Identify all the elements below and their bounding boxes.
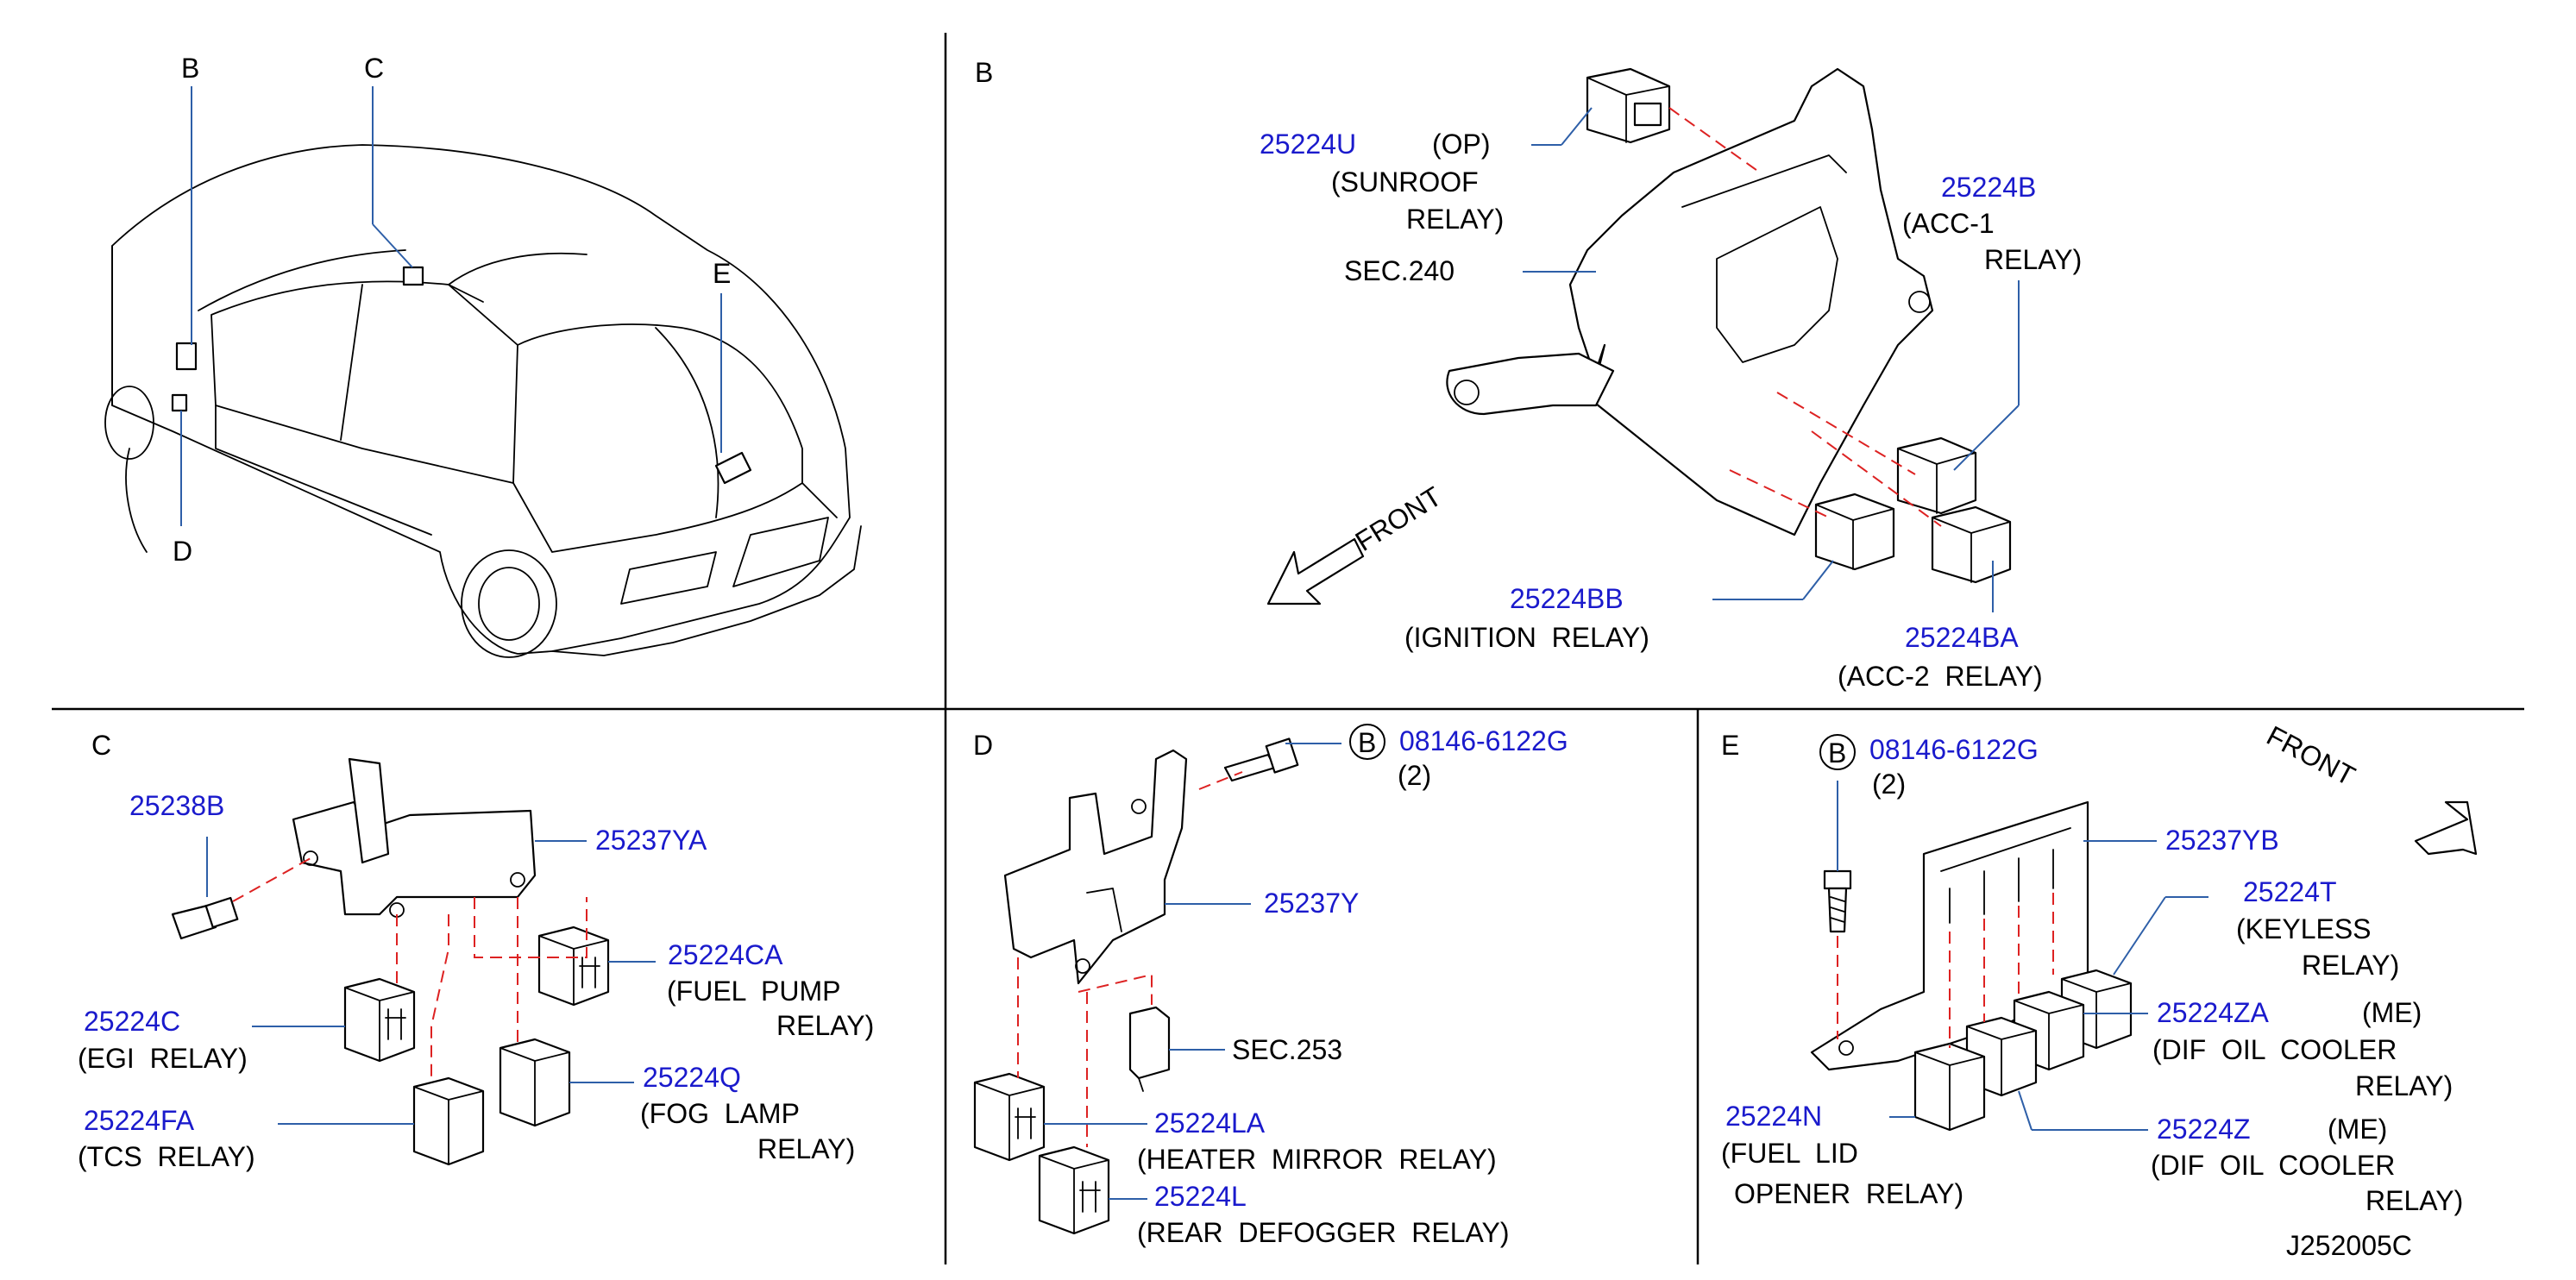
label-bolt-qty-e: (2) xyxy=(1872,769,1906,800)
label-bolt-qty-d: (2) xyxy=(1398,760,1431,791)
part-number-08146-6122g-e: 08146-6122G xyxy=(1869,734,2039,765)
bolt-08146-6122g-e xyxy=(1823,869,1852,933)
relay-bracket-sec240 xyxy=(1446,67,1934,536)
part-number-25224l: 25224L xyxy=(1154,1181,1247,1212)
label-keyless: (KEYLESS xyxy=(2236,913,2372,944)
relay-location-d-marker xyxy=(171,393,188,412)
label-fog-lamp-relay: RELAY) xyxy=(757,1133,855,1164)
part-number-25224u: 25224U xyxy=(1260,129,1356,160)
label-egi-relay: (EGI RELAY) xyxy=(78,1043,248,1074)
diagram-code: J252005C xyxy=(2286,1230,2412,1261)
acc-2-relay xyxy=(1931,505,2012,584)
label-op: (OP) xyxy=(1432,129,1491,160)
label-me-z: (ME) xyxy=(2328,1114,2387,1145)
label-sec240: SEC.240 xyxy=(1344,255,1454,286)
label-acc-2-relay: (ACC-2 RELAY) xyxy=(1838,661,2043,692)
part-number-25224ca: 25224CA xyxy=(668,939,783,970)
label-dif-oil-cooler-relay-z: RELAY) xyxy=(2366,1185,2463,1216)
label-sunroof: (SUNROOF xyxy=(1331,166,1479,198)
relay-location-e-marker xyxy=(714,451,752,485)
heater-mirror-relay xyxy=(973,1072,1046,1162)
label-acc-1-relay: RELAY) xyxy=(1984,244,2082,275)
bolt-reference-circle-d xyxy=(1349,724,1385,760)
label-me-za: (ME) xyxy=(2362,997,2422,1028)
relay-bracket-25237y xyxy=(1003,749,1188,985)
label-tcs-relay: (TCS RELAY) xyxy=(78,1141,255,1172)
label-keyless-relay: RELAY) xyxy=(2302,950,2399,981)
label-fog-lamp: (FOG LAMP xyxy=(640,1098,800,1129)
panel-c-letter: C xyxy=(91,730,111,761)
front-arrow-icon xyxy=(1266,537,1365,605)
label-acc-1: (ACC-1 xyxy=(1902,208,1995,239)
part-number-25224la: 25224LA xyxy=(1154,1107,1266,1139)
part-number-25224bb: 25224BB xyxy=(1510,583,1624,614)
panel-e-letter: E xyxy=(1721,730,1739,761)
part-number-25224t: 25224T xyxy=(2243,876,2337,907)
part-number-25237ya: 25237YA xyxy=(595,825,707,856)
tcs-relay xyxy=(412,1076,485,1166)
label-dif-oil-cooler-za: (DIF OIL COOLER xyxy=(2152,1034,2397,1065)
car-illustration xyxy=(104,144,862,658)
panel-dividers xyxy=(52,33,2524,1264)
panel-c: C xyxy=(78,730,874,1172)
sec253-connector xyxy=(1128,1006,1171,1092)
part-number-25224b: 25224B xyxy=(1941,172,2036,203)
label-heater-mirror-relay: (HEATER MIRROR RELAY) xyxy=(1137,1144,1497,1175)
relay-location-c-marker xyxy=(402,266,424,286)
label-front-e: FRONT xyxy=(2262,719,2360,792)
bolt-reference-mark-d: B xyxy=(1358,727,1376,758)
label-rear-defogger-relay: (REAR DEFOGGER RELAY) xyxy=(1137,1217,1509,1248)
bolt-reference-circle-e xyxy=(1819,734,1856,770)
egi-relay xyxy=(343,977,416,1063)
relay-bracket-25237ya xyxy=(292,757,537,918)
fuel-lid-opener-relay xyxy=(1913,1042,1986,1132)
bolt-25238b xyxy=(171,896,239,940)
label-dif-oil-cooler-z: (DIF OIL COOLER xyxy=(2151,1150,2395,1181)
panel-b: B xyxy=(975,57,2082,692)
panel-d: D xyxy=(973,724,1568,1248)
part-number-25224c: 25224C xyxy=(84,1006,180,1037)
front-arrow-icon-e xyxy=(2414,800,2478,856)
part-number-25224z: 25224Z xyxy=(2157,1114,2251,1145)
label-dif-oil-cooler-relay-za: RELAY) xyxy=(2355,1070,2453,1101)
label-sunroof-relay: RELAY) xyxy=(1406,204,1504,235)
label-fuel-pump-relay: RELAY) xyxy=(776,1010,874,1041)
fuel-pump-relay xyxy=(537,925,610,1007)
callout-e: E xyxy=(713,258,731,289)
label-fuel-lid-opener-relay: OPENER RELAY) xyxy=(1734,1178,1963,1209)
acc-1-relay xyxy=(1896,436,1977,515)
ignition-relay xyxy=(1814,493,1895,571)
part-number-25237y: 25237Y xyxy=(1264,888,1359,919)
part-number-25224q: 25224Q xyxy=(643,1062,741,1093)
bolt-reference-mark-e: B xyxy=(1828,737,1846,769)
fog-lamp-relay xyxy=(499,1038,571,1127)
part-number-25224n: 25224N xyxy=(1725,1101,1822,1132)
part-number-25238b: 25238B xyxy=(129,790,224,821)
panel-b-letter: B xyxy=(975,57,993,88)
panel-d-letter: D xyxy=(973,730,993,761)
part-number-25237yb: 25237YB xyxy=(2165,825,2279,856)
label-sec253: SEC.253 xyxy=(1232,1034,1342,1065)
rear-defogger-relay xyxy=(1038,1145,1110,1235)
sunroof-relay xyxy=(1586,67,1671,144)
label-front-b: FRONT xyxy=(1350,480,1448,557)
label-fuel-pump: (FUEL PUMP xyxy=(667,976,841,1007)
part-number-25224za: 25224ZA xyxy=(2157,997,2270,1028)
part-number-08146-6122g-d: 08146-6122G xyxy=(1399,725,1568,756)
overview-panel: B C D E xyxy=(104,53,862,658)
part-number-25224fa: 25224FA xyxy=(84,1105,195,1136)
callout-c: C xyxy=(364,53,384,84)
relay-location-b-marker xyxy=(175,342,198,371)
part-number-25224ba: 25224BA xyxy=(1905,622,2019,653)
callout-d: D xyxy=(173,536,192,567)
label-fuel-lid: (FUEL LID xyxy=(1721,1138,1858,1169)
callout-b: B xyxy=(181,53,199,84)
panel-e: E xyxy=(1721,719,2478,1261)
label-ignition-relay: (IGNITION RELAY) xyxy=(1404,622,1649,653)
